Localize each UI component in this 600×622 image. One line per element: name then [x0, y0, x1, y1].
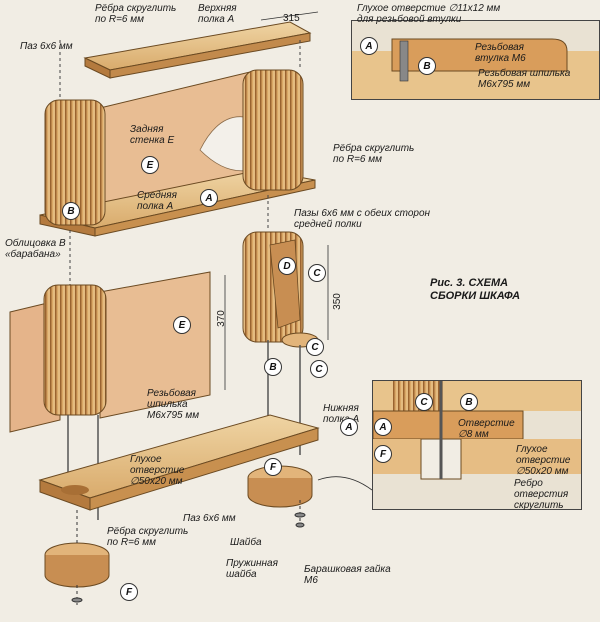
rod-guides — [59, 40, 301, 290]
label-dim-370: 370 — [215, 310, 227, 327]
label-groove-bottom: Паз 6х6 мм — [183, 513, 236, 524]
label-back-wall: Задняя стенка Е — [130, 124, 175, 146]
tag-a-inset-top: A — [360, 37, 378, 55]
tag-c-bottom: C — [310, 360, 328, 378]
lower-left-drum — [43, 284, 107, 416]
label-grooves-both: Пазы 6х6 мм с обеих сторон средней полки — [294, 208, 431, 230]
upper-left-drum — [44, 99, 106, 226]
label-middle-shelf: Средняя полка А — [137, 190, 177, 212]
label-blind-hole: Глухое отверстие ∅50х20 мм — [130, 454, 185, 487]
tag-f-inset-bottom: F — [374, 445, 392, 463]
inset-bottom-edge: Ребро отверстия скруглить — [514, 478, 569, 511]
upper-right-drum — [242, 69, 304, 191]
tag-a-middle: A — [200, 189, 218, 207]
lower-right-drum — [242, 231, 319, 348]
tag-b-upper: B — [62, 202, 80, 220]
label-dim-350: 350 — [331, 293, 343, 310]
tag-c-lower: C — [306, 338, 324, 356]
tag-a-bottom: A — [340, 418, 358, 436]
tag-d: D — [278, 257, 296, 275]
label-edge-round-top: Рёбра скруглить по R=6 мм — [95, 3, 177, 25]
foot-left — [44, 542, 110, 588]
hardware — [71, 500, 306, 605]
label-dim-315: 315 — [283, 13, 300, 24]
inset-top-rod: Резьбовая шпилька М6х795 мм — [478, 68, 571, 90]
foot-right — [247, 465, 313, 508]
tag-f-right: F — [264, 458, 282, 476]
callout-line — [317, 476, 373, 491]
tag-a-inset-bottom: A — [374, 418, 392, 436]
label-edge-round-right: Рёбра скруглить по R=6 мм — [333, 143, 415, 165]
top-shelf-part — [83, 21, 312, 79]
label-washer: Шайба — [230, 537, 262, 548]
tag-c-upper: C — [308, 264, 326, 282]
tag-e-lower: E — [173, 316, 191, 334]
label-threaded-rod: Резьбовая шпилька М6х795 мм — [147, 388, 200, 421]
inset-top-detail — [351, 20, 600, 100]
inset-bottom-detail — [372, 380, 582, 510]
label-edge-round-bottom: Рёбра скруглить по R=6 мм — [107, 526, 189, 548]
label-drum-cladding: Облицовка В «барабана» — [5, 238, 66, 260]
tag-c-inset-bottom: C — [415, 393, 433, 411]
tag-b-right: B — [264, 358, 282, 376]
label-bottom-shelf: Нижняя полка А — [323, 403, 360, 425]
label-wing-nut: Барашковая гайка М6 — [304, 564, 391, 586]
tag-b-inset-bottom: B — [460, 393, 478, 411]
inset-bottom-hole8: Отверстие ∅8 мм — [458, 418, 515, 440]
label-groove-top: Паз 6х6 мм — [20, 41, 73, 52]
tag-e-upper: E — [141, 156, 159, 174]
label-top-shelf: Верхняя полка А — [198, 3, 237, 25]
inset-bottom-blind-hole: Глухое отверстие ∅50х20 мм — [516, 444, 571, 477]
dimension-lines — [224, 245, 329, 390]
inset-top-caption: Глухое отверстие ∅11х12 мм для резьбовой… — [357, 3, 501, 25]
bottom-shelf-part — [38, 414, 320, 511]
dim-315-line — [260, 11, 319, 21]
figure-title: Рис. 3. СХЕМА СБОРКИ ШКАФА — [430, 277, 521, 302]
tag-b-inset-top: B — [418, 57, 436, 75]
inset-top-bushing: Резьбовая втулка М6 — [475, 42, 526, 64]
label-spring-washer: Пружинная шайба — [226, 558, 278, 580]
tag-f-left: F — [120, 583, 138, 601]
